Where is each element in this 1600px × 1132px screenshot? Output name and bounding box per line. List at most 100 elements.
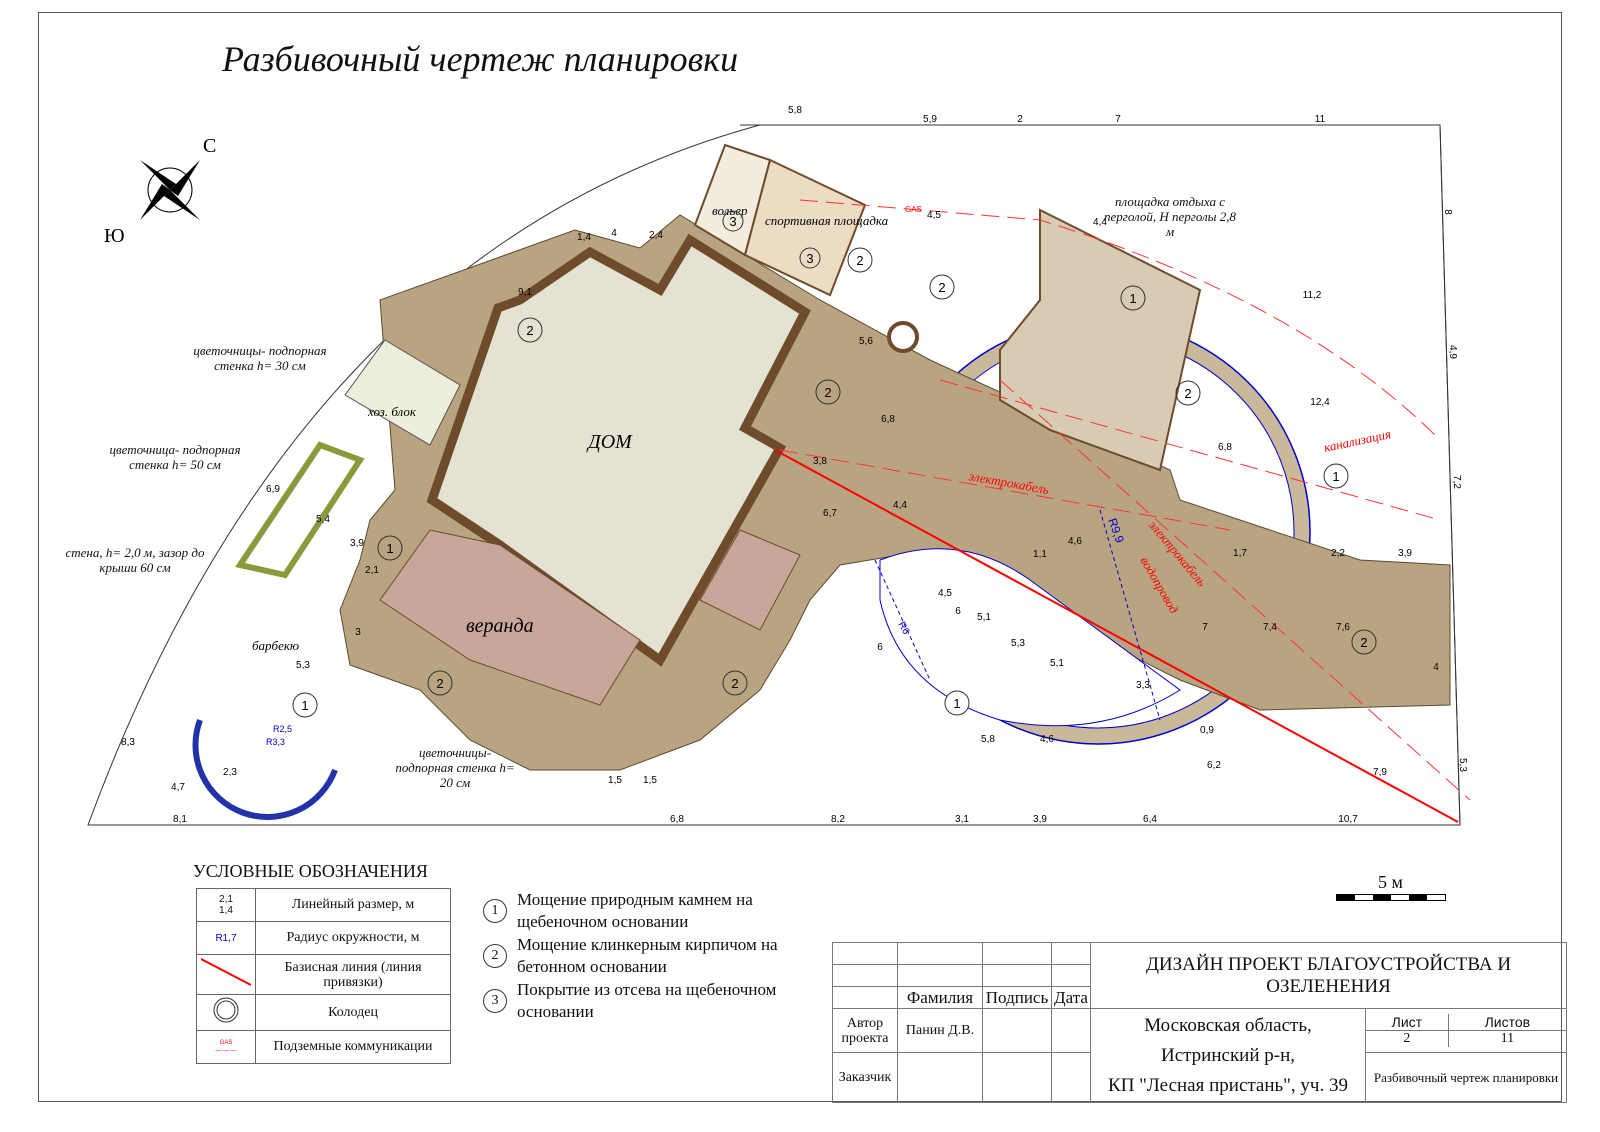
flower-wall-50 [235,441,365,579]
covering-text: Мощение клинкерным кирпичом на бетонном … [517,935,778,976]
page-title: Разбивочный чертеж планировки [222,39,739,79]
zone-marker: 1 [953,696,960,711]
dimension-label: 4 [611,228,617,239]
legend-row: GAS— — — Подземные коммуникации [196,1030,451,1064]
dimension-label: 8,2 [831,814,845,825]
dimension-label: 7,9 [1373,767,1387,778]
dimension-label: 4 [1433,662,1439,673]
shed [344,339,461,446]
col-date: Дата [1051,986,1091,1009]
label-bbq: барбекю [252,638,299,653]
dimension-label: 5,4 [316,514,330,525]
legend-sample: 2,1 [219,894,233,905]
dimension-label: 8 [1442,209,1453,215]
covering-item: 1 Мощение природным камнем на щебеночном … [483,889,827,933]
zone-marker: 2 [938,280,945,295]
label-sewer: канализация [1323,426,1393,455]
dimension-label: 12,4 [1310,397,1330,408]
label-wall: стена, h= 2,0 м, зазор до крыши 60 см [65,545,205,575]
label-flower20: цветочницы- подпорная стенка h= 20 см [395,745,515,790]
dimension-label: 4,9 [1447,345,1458,359]
project-title: ДИЗАЙН ПРОЕКТ БЛАГОУСТРОЙСТВА И ОЗЕЛЕНЕН… [1090,942,1567,1009]
label-radius-bbq1: R2,5 [273,724,292,734]
label-aviary: вольер [712,203,748,218]
scale-label: 5 м [1378,872,1403,892]
dimension-label: 5,8 [981,734,995,745]
cable-line [779,379,1471,801]
legend-sample: R1,7 [215,932,237,944]
dimension-label: 1,1 [1033,549,1047,560]
dimension-label: 4,5 [927,210,941,221]
dimension-label: 11,2 [1303,290,1322,301]
title-block: ДИЗАЙН ПРОЕКТ БЛАГОУСТРОЙСТВА И ОЗЕЛЕНЕН… [832,942,1567,1103]
sewer-line [939,379,1441,521]
covering-item: 2 Мощение клинкерным кирпичом на бетонном… [483,934,827,978]
label-pergola: площадка отдыха с перголой, Н перголы 2,… [1104,194,1236,239]
radius-line [1099,509,1161,721]
zone-marker: 2 [1360,635,1367,650]
dimension-label: 6 [877,642,883,653]
dimension-label: 6,8 [1218,442,1232,453]
dimension-label: 10,7 [1338,814,1358,825]
zone-marker: 2 [526,323,533,338]
inner-lawn [879,548,1181,727]
col-signature: Подпись [982,986,1052,1009]
author-name: Панин Д.В. [897,1008,983,1053]
dimension-label: 1,7 [1233,548,1247,559]
dimension-label: 6 [955,606,961,617]
legend-text: Подземные коммуникации [255,1030,451,1064]
covering-number: 1 [483,899,507,923]
radius-line-small [874,559,931,681]
zone-marker: 3 [806,251,813,266]
dimension-label: 4,7 [171,782,185,793]
covering-text: Мощение природным камнем на щебеночном о… [517,890,753,931]
label-radius-bbq2: R3,3 [266,737,285,747]
covering-text: Покрытие из отсева на щебеночном основан… [517,980,777,1021]
sheet-label: Лист [1366,1014,1449,1031]
legend-row: Базисная линия (линия привязки) [196,954,451,995]
dimension-label: 6,9 [266,484,280,495]
pergola-area [999,208,1202,472]
legend-text: Линейный размер, м [255,888,451,922]
dimension-label: 6,8 [881,414,895,425]
client-label: Заказчик [832,1052,898,1103]
zone-marker: 1 [301,698,308,713]
dimension-label: 8,3 [121,737,135,748]
dimension-label: 1,4 [577,232,591,243]
label-house: ДОМ [586,431,633,453]
zone-marker: 2 [824,385,831,400]
legend-row: R1,7 Радиус окружности, м [196,921,451,955]
dimension-label: 4,4 [1093,217,1107,228]
compass-north: С [203,135,216,157]
label-gas: GAS [905,205,922,214]
label-shed: хоз. блок [367,404,417,419]
zone-marker: 1 [1332,469,1339,484]
compass-south: Ю [104,225,125,247]
dimension-label: 6,8 [670,814,684,825]
sheets-label: Листов [1448,1014,1566,1031]
address-line: Истринский р-н, [1160,1044,1296,1066]
dimension-label: 2,4 [649,230,663,241]
dimension-label: 6,7 [823,508,837,519]
label-veranda: веранда [466,615,534,637]
legend-text: Колодец [255,994,451,1031]
legend-heading: УСЛОВНЫЕ ОБОЗНАЧЕНИЯ [193,861,428,881]
dimension-label: 4,6 [1040,734,1054,745]
zone-marker: 1 [1129,291,1136,306]
well [887,321,919,353]
zone-marker: 2 [1184,386,1191,401]
legend-text: Базисная линия (линия привязки) [255,954,451,995]
dimension-label: 4,4 [893,500,907,511]
covering-number: 2 [483,944,507,968]
dimension-label: 7 [1115,114,1121,125]
dimension-label: 2,1 [365,565,379,576]
dimension-label: 6,4 [1143,814,1157,825]
author-label: Автор проекта [832,1008,898,1053]
sheet-frame [38,12,1562,1102]
address-line: КП "Лесная пристань", уч. 39 [1108,1074,1348,1096]
legend-sample: GAS [219,1040,233,1046]
